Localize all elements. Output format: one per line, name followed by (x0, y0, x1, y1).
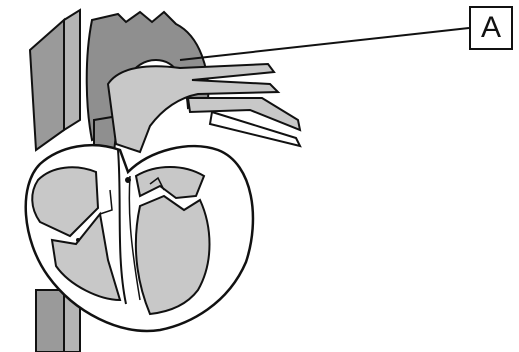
label-a-leader (180, 28, 469, 60)
pulmonary-artery (108, 64, 300, 152)
label-a-text: A (481, 13, 501, 43)
label-a-box: A (469, 6, 513, 50)
left-atrium (136, 167, 204, 198)
